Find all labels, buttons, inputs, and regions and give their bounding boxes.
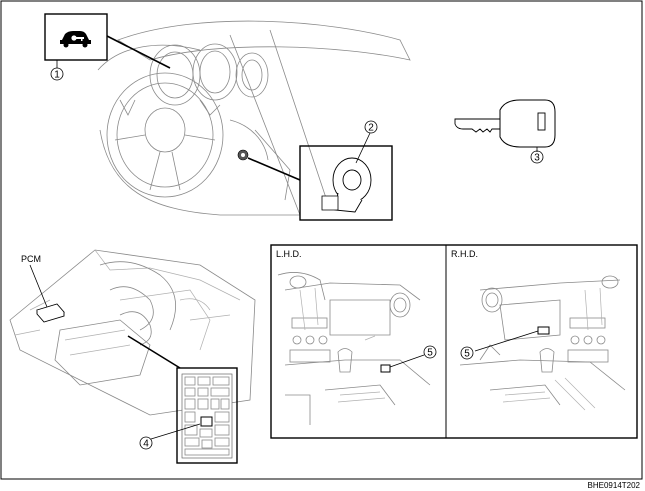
engine-compartment-illustration (9, 249, 256, 416)
callout-1-marker (50, 67, 64, 81)
callout-2-marker (364, 120, 378, 134)
coil-inset-box (299, 145, 393, 221)
diagram-frame (0, 0, 643, 480)
lhd-console-illustration (277, 272, 431, 425)
immobilizer-coil-illustration (321, 157, 372, 213)
rhd-label: R.H.D. (451, 249, 478, 259)
callout-4-marker (139, 436, 153, 450)
figure-code: BHE0914T202 (588, 481, 641, 490)
lhd-label: L.H.D. (276, 249, 302, 259)
pcm-label: PCM (21, 254, 41, 264)
callout-4-number: 4 (143, 439, 149, 450)
warning-light-inset-box (44, 13, 108, 61)
rhd-immobilizer-unit (537, 326, 550, 335)
callout-2-number: 2 (368, 123, 374, 134)
pcm-module-illustration (36, 303, 65, 323)
immobilizer-car-key-icon (60, 31, 91, 48)
callout-5-lhd-number: 5 (427, 348, 433, 359)
callout-3-number: 3 (534, 153, 540, 164)
instrument-panel-illustration (97, 20, 411, 216)
lhd-rhd-panel (270, 244, 638, 439)
callout-3-marker (530, 150, 544, 164)
ignition-key-icon (454, 99, 556, 148)
callout-1-number: 1 (54, 70, 60, 81)
lhd-immobilizer-unit (380, 364, 391, 373)
relay-box-inset (176, 367, 238, 464)
rhd-console-illustration (459, 275, 626, 411)
callout-5-rhd-marker (460, 346, 474, 360)
callout-5-lhd-marker (423, 345, 437, 359)
relay-box-illustration (181, 373, 233, 459)
callout-5-rhd-number: 5 (464, 349, 470, 360)
